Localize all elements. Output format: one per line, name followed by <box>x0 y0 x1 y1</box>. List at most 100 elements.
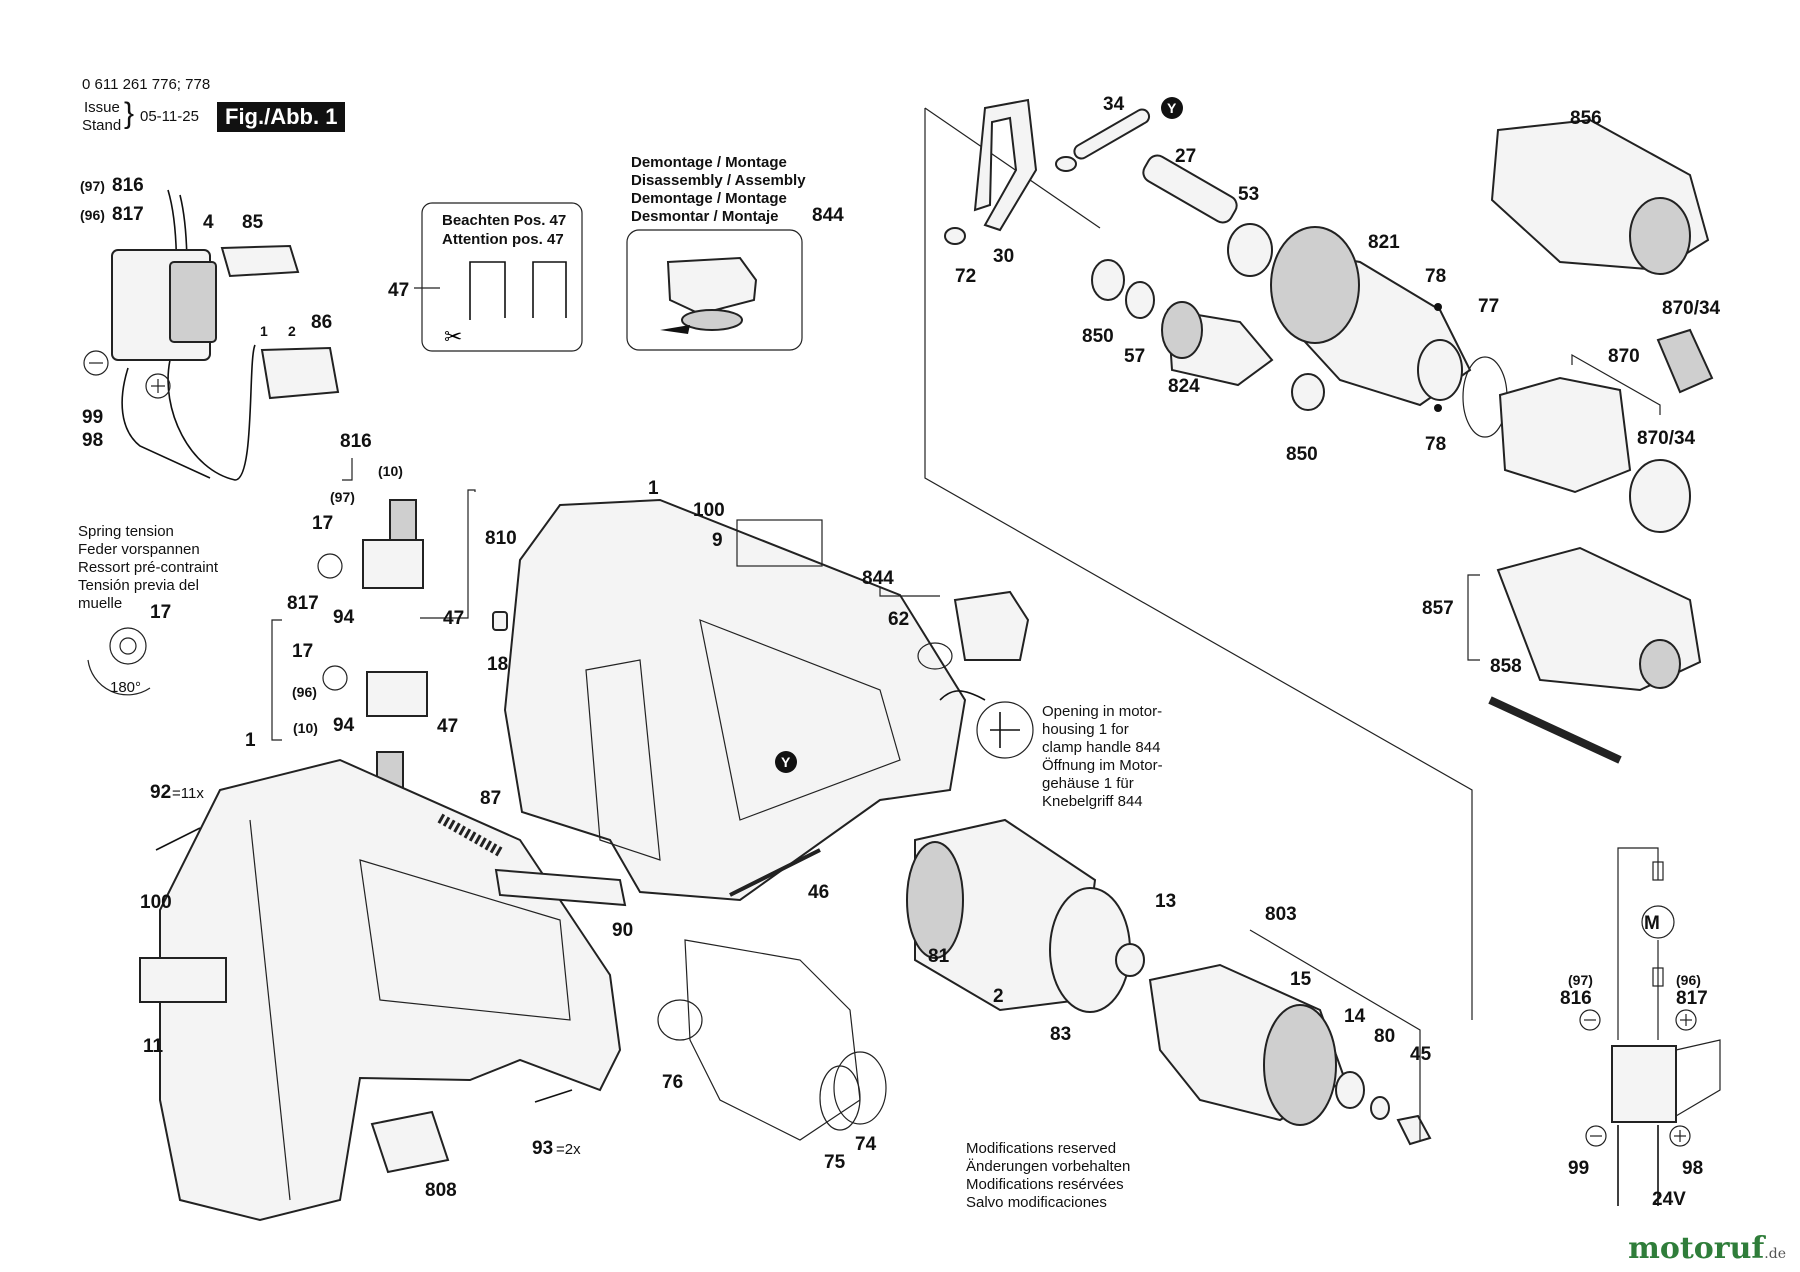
part-18 <box>492 611 508 631</box>
label-857: 857 <box>1422 598 1454 619</box>
wiring-minus-icon-low <box>1585 1125 1607 1147</box>
opening-detail-icon <box>976 701 1034 759</box>
marker-y-housing-label: Y <box>781 754 791 770</box>
label-2: 2 <box>993 986 1004 1007</box>
label-15: 15 <box>1290 969 1312 990</box>
label-4: 4 <box>203 212 214 233</box>
label-858: 858 <box>1490 656 1522 677</box>
part-85 <box>220 244 300 278</box>
wiring-plus-icon <box>1675 1009 1697 1031</box>
washer-72 <box>944 227 966 245</box>
label-30: 30 <box>993 246 1014 267</box>
label-96: (96) <box>80 207 105 223</box>
spring-note-5: muelle <box>78 595 122 612</box>
opening-arrow <box>939 690 986 701</box>
ring-57 <box>1125 281 1155 319</box>
label-100-top: 100 <box>693 500 725 521</box>
chuck-870 <box>1498 376 1632 494</box>
brush-holder-top <box>389 499 417 541</box>
issue-brace: } <box>124 97 135 130</box>
piston-27 <box>1142 154 1238 224</box>
pinion-45 <box>1396 1114 1432 1146</box>
attention-line-1: Beachten Pos. 47 <box>442 212 566 229</box>
label-87: 87 <box>480 788 501 809</box>
label-803: 803 <box>1265 904 1297 925</box>
washer-72a <box>1055 156 1077 172</box>
marker-y-top-label: Y <box>1167 100 1177 116</box>
label-1-shell: 1 <box>245 730 256 751</box>
switch-symbol <box>1611 1045 1677 1123</box>
stand-label: Stand <box>82 117 122 134</box>
label-17-a: 17 <box>312 513 333 534</box>
label-816-mid: 816 <box>340 431 372 452</box>
bracket-47-left <box>469 261 506 320</box>
label-76: 76 <box>662 1072 683 1093</box>
label-870: 870 <box>1608 346 1640 367</box>
label-808: 808 <box>425 1180 457 1201</box>
label-97-mid: (97) <box>330 489 355 505</box>
switch-assembly <box>111 189 340 481</box>
label-97: (97) <box>80 178 105 194</box>
label-17-b: 17 <box>292 641 313 662</box>
disassembly-box <box>626 229 803 351</box>
label-53: 53 <box>1238 184 1259 205</box>
label-11: 11 <box>143 1036 164 1057</box>
label-57: 57 <box>1124 346 1145 367</box>
issue-date: 05-11-25 <box>140 108 199 125</box>
bearing-850-bottom <box>1291 373 1325 411</box>
label-83: 83 <box>1050 1024 1071 1045</box>
label-62: 62 <box>888 609 909 630</box>
key-858 <box>1488 696 1622 764</box>
label-93: 93 <box>532 1138 553 1159</box>
clamp-handle-844-mid <box>953 590 1030 661</box>
opening-note-3: clamp handle 844 <box>1042 739 1160 756</box>
figure-title: Fig./Abb. 1 <box>217 102 346 132</box>
spring-note-4: Tensión previa del <box>78 577 199 594</box>
module-810 <box>362 539 424 589</box>
ring-74 <box>833 1051 887 1125</box>
disassembly-line-1: Demontage / Montage <box>631 154 787 171</box>
label-17-c: 17 <box>150 602 171 623</box>
wiring-97: (97) <box>1568 972 1593 988</box>
label-86: 86 <box>311 312 332 333</box>
attention-line-2: Attention pos. 47 <box>442 231 564 248</box>
motor-symbol-label: M <box>1644 913 1660 934</box>
label-1-housing: 1 <box>648 478 659 499</box>
issue-label: Issue <box>84 99 120 116</box>
label-81: 81 <box>928 946 950 967</box>
pin-label-2: 2 <box>288 323 296 339</box>
nose-870-34 <box>1629 459 1691 533</box>
wiring-minus-icon <box>1579 1009 1601 1031</box>
module-817 <box>366 671 428 717</box>
screw-92 <box>155 827 201 851</box>
ball-78-top <box>1434 303 1442 311</box>
marker-y-housing <box>775 751 797 773</box>
opening-note-5: gehäuse 1 für <box>1042 775 1134 792</box>
gasket-76 <box>684 939 861 1141</box>
label-856: 856 <box>1570 108 1602 129</box>
attention-box <box>421 202 583 352</box>
scissors-icon: ✂ <box>444 324 462 349</box>
label-870-34-a: 870/34 <box>1662 298 1721 319</box>
spring-17-b <box>322 665 348 691</box>
plate-808 <box>370 1110 450 1174</box>
label-90: 90 <box>612 920 633 941</box>
wiring-816: 816 <box>1560 988 1592 1009</box>
motor-symbol <box>1641 905 1675 939</box>
spring-angle: 180° <box>110 679 141 696</box>
screw-93 <box>534 1089 573 1103</box>
brand-tld: .de <box>1764 1246 1786 1262</box>
label-14: 14 <box>1344 1006 1366 1027</box>
ring-81 <box>906 841 964 959</box>
disassembly-line-2: Disassembly / Assembly <box>631 172 806 189</box>
wiring-98: 98 <box>1682 1158 1703 1179</box>
label-824: 824 <box>1168 376 1200 397</box>
mod-note-2: Änderungen vorbehalten <box>966 1158 1130 1175</box>
motor-housing-1 <box>503 498 967 902</box>
bearing-13 <box>1115 943 1145 977</box>
fan-15 <box>1263 1004 1337 1126</box>
label-10-mid: (10) <box>378 463 403 479</box>
opening-note-6: Knebelgriff 844 <box>1042 793 1143 810</box>
